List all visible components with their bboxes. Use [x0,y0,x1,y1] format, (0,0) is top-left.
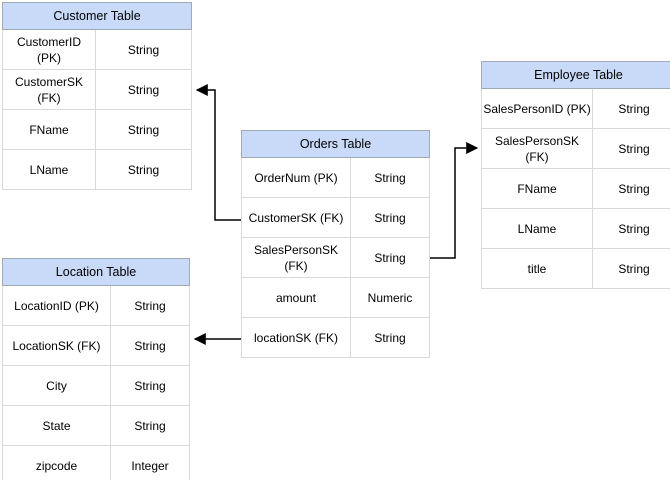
field-name-cell: OrderNum (PK) [242,158,351,197]
field-type-cell: String [618,261,650,276]
field-type-cell: String [127,82,160,97]
field-type-cell: String [618,141,650,156]
table-header-orders[interactable]: Orders Table [241,130,430,158]
table-row[interactable]: locationSK (FK) String [242,318,429,358]
field-type-cell: String [127,122,160,137]
table-header-customer[interactable]: Customer Table [2,2,192,30]
entity-table-employee[interactable]: Employee Table SalesPersonID (PK) String… [481,61,670,289]
field-type-cell: String [127,162,160,177]
table-row[interactable]: SalesPersonSK (FK) String [242,238,429,278]
field-type-cell: String [374,330,406,345]
field-type-cell: String [134,378,166,393]
relationship-arrow-orders-to-customer[interactable] [195,84,241,221]
field-name-cell: CustomerSK (FK) [3,70,96,109]
field-name-cell: LName [482,209,593,248]
relationship-arrow-orders-to-employee[interactable] [430,142,479,259]
table-row[interactable]: OrderNum (PK) String [242,158,429,198]
table-row[interactable]: LName String [3,150,191,190]
table-row[interactable]: LocationSK (FK) String [3,326,189,366]
entity-table-location[interactable]: Location Table LocationID (PK) String Lo… [2,258,190,480]
table-body-orders: OrderNum (PK) String CustomerSK (FK) Str… [241,158,430,358]
table-row[interactable]: CustomerSK (FK) String [242,198,429,238]
field-name-cell: title [482,249,593,288]
field-type-cell: String [618,181,650,196]
field-name-cell: locationSK (FK) [242,318,351,357]
table-row[interactable]: CustomerSK (FK) String [3,70,191,110]
field-name-cell: SalesPersonSK (FK) [482,129,593,168]
field-name-cell: LName [3,150,96,189]
field-name-cell: SalesPersonID (PK) [482,89,593,128]
table-body-employee: SalesPersonID (PK) String SalesPersonSK … [481,89,670,289]
table-header-location[interactable]: Location Table [2,258,190,286]
table-row[interactable]: zipcode Integer [3,446,189,480]
table-row[interactable]: FName String [482,169,670,209]
table-header-employee[interactable]: Employee Table [481,61,670,89]
field-name-cell: LocationSK (FK) [3,326,111,365]
field-type-cell: String [374,210,406,225]
entity-table-orders[interactable]: Orders Table OrderNum (PK) String Custom… [241,130,430,358]
field-type-cell: String [127,42,160,57]
field-type-cell: String [134,418,166,433]
field-name-cell: zipcode [3,446,111,480]
entity-table-customer[interactable]: Customer Table CustomerID (PK) String Cu… [2,2,192,190]
field-name-cell: City [3,366,111,405]
field-name-cell: CustomerID (PK) [3,30,96,69]
table-row[interactable]: LocationID (PK) String [3,286,189,326]
field-name-cell: FName [482,169,593,208]
field-name-cell: SalesPersonSK (FK) [242,238,351,277]
field-type-cell: String [374,170,406,185]
field-name-cell: CustomerSK (FK) [242,198,351,237]
field-type-cell: String [134,338,166,353]
table-row[interactable]: State String [3,406,189,446]
field-type-cell: Numeric [367,290,413,305]
table-body-location: LocationID (PK) String LocationSK (FK) S… [2,286,190,480]
field-type-cell: String [374,250,406,265]
field-name-cell: FName [3,110,96,149]
field-name-cell: amount [242,278,351,317]
table-body-customer: CustomerID (PK) String CustomerSK (FK) S… [2,30,192,190]
field-type-cell: Integer [131,458,169,473]
table-row[interactable]: FName String [3,110,191,150]
field-type-cell: String [618,221,650,236]
table-row[interactable]: SalesPersonID (PK) String [482,89,670,129]
field-type-cell: String [618,101,650,116]
table-row[interactable]: SalesPersonSK (FK) String [482,129,670,169]
field-type-cell: String [134,298,166,313]
table-row[interactable]: LName String [482,209,670,249]
table-row[interactable]: City String [3,366,189,406]
table-row[interactable]: title String [482,249,670,289]
field-name-cell: State [3,406,111,445]
field-name-cell: LocationID (PK) [3,286,111,325]
table-row[interactable]: CustomerID (PK) String [3,30,191,70]
table-row[interactable]: amount Numeric [242,278,429,318]
